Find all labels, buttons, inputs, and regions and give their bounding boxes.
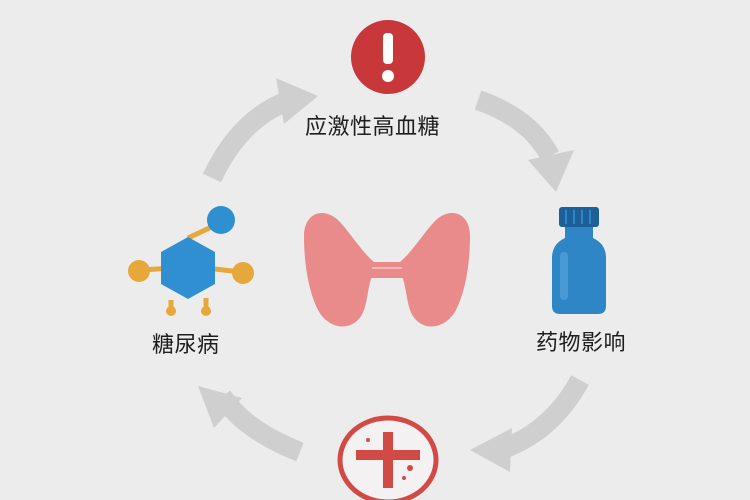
arrow-left-to-top <box>202 78 318 183</box>
warning-icon <box>351 20 425 94</box>
arrow-top-to-right <box>474 90 574 192</box>
medicine-bottle-icon <box>552 207 606 314</box>
label-drug-influence: 药物影响 <box>536 331 627 356</box>
medical-cross-emblem-icon <box>337 415 439 500</box>
thyroid-icon <box>304 213 470 327</box>
glucose-molecule-icon <box>128 206 254 316</box>
cycle-arrows <box>198 78 589 472</box>
label-diabetes: 糖尿病 <box>152 333 220 358</box>
arrow-right-to-bottom <box>470 375 589 472</box>
label-stress-hyperglycemia: 应激性高血糖 <box>305 115 441 140</box>
arrow-bottom-to-left <box>198 386 304 462</box>
